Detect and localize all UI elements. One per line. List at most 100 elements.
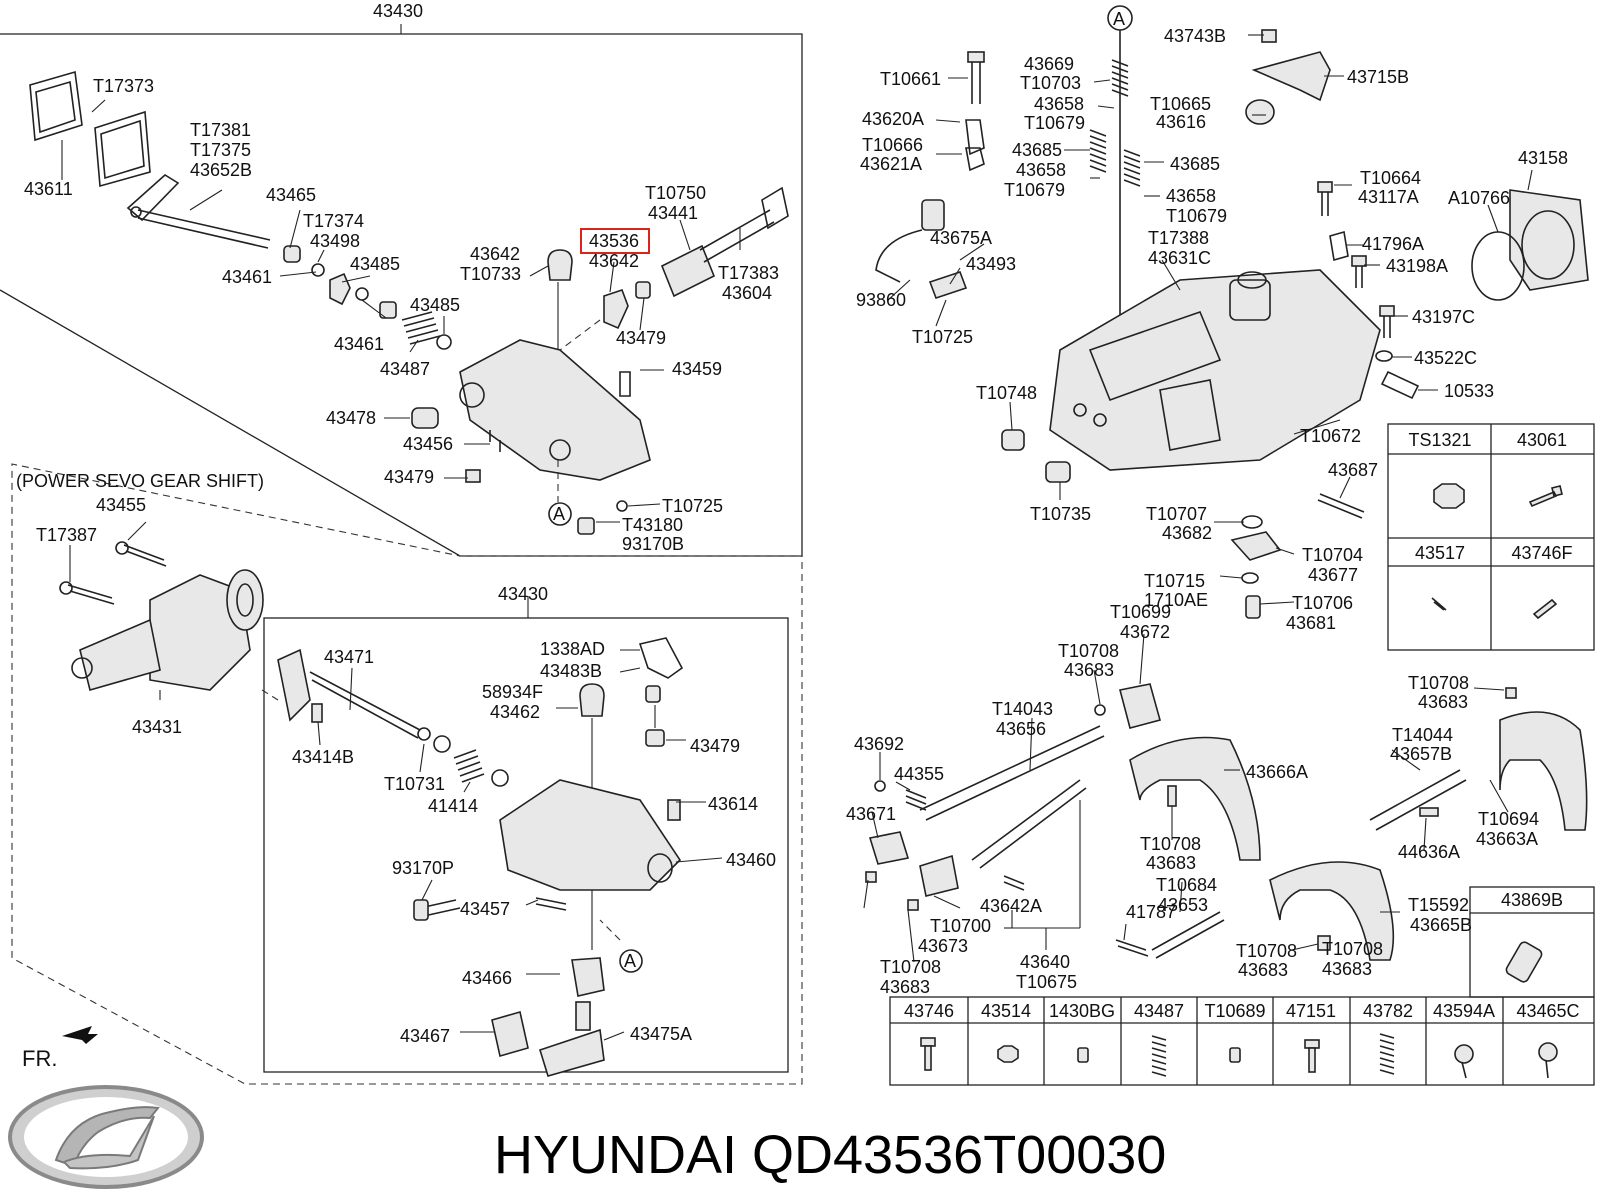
part-label: 58934F — [482, 682, 543, 702]
part-label: T10679 — [1004, 180, 1065, 200]
part-label: 43669 — [1024, 54, 1074, 74]
nut-icon — [997, 1045, 1019, 1063]
part-label: 43117A — [1358, 187, 1419, 207]
part-label: 43677 — [1308, 565, 1358, 585]
table-header: 43782 — [1363, 1001, 1413, 1021]
part-label: 43658 — [1034, 94, 1084, 114]
part-label: 43652B — [190, 160, 252, 180]
part-label: 43671 — [846, 804, 896, 824]
part-label: 43479 — [384, 467, 434, 487]
part-label: 43466 — [462, 968, 512, 988]
part-label: 43642 — [589, 251, 639, 271]
lower-left-assembly: A — [59, 541, 684, 1077]
bushing-icon — [1077, 1047, 1089, 1063]
spring-icon — [1379, 1033, 1395, 1075]
part-label: 43685 — [1012, 140, 1062, 160]
part-label: 43462 — [490, 702, 540, 722]
highlight-box — [580, 228, 650, 254]
part-label: 43475A — [630, 1024, 692, 1044]
part-label: 43604 — [722, 283, 772, 303]
part-label: 43479 — [616, 328, 666, 348]
brand-text: HYUNDAI QD43536T00030 — [494, 1125, 1166, 1185]
part-label: 43536 — [589, 231, 639, 251]
part-label: T10750 — [645, 183, 706, 203]
part-label: 43485 — [350, 254, 400, 274]
part-label: T17383 — [718, 263, 779, 283]
part-label: 43158 — [1518, 148, 1568, 168]
part-label: 43640 — [1020, 952, 1070, 972]
part-label: T14044 — [1392, 725, 1453, 745]
table-header: 47151 — [1286, 1001, 1336, 1021]
part-label: 43457 — [460, 899, 510, 919]
table-header: 43594A — [1433, 1001, 1495, 1021]
frames — [0, 33, 1595, 1086]
part-label: T10706 — [1292, 593, 1353, 613]
lower-right-assembly — [865, 683, 1588, 983]
part-label: 43658 — [1166, 186, 1216, 206]
dowel-icon — [1532, 598, 1558, 620]
part-label: T10664 — [1360, 168, 1421, 188]
part-label: T17388 — [1148, 228, 1209, 248]
nut-icon — [1433, 483, 1465, 509]
table-header: 1430BG — [1049, 1001, 1115, 1021]
part-label: 43456 — [403, 434, 453, 454]
part-label: 43653 — [1158, 895, 1208, 915]
part-label: 43682 — [1162, 523, 1212, 543]
part-label: T10703 — [1020, 73, 1081, 93]
table-header: 43517 — [1415, 543, 1465, 563]
part-label: T10708 — [1058, 641, 1119, 661]
part-label: 44636A — [1398, 842, 1460, 862]
fr-label: FR. — [22, 1046, 57, 1071]
part-label: 43683 — [880, 977, 930, 997]
bolt-icon — [1304, 1039, 1320, 1073]
part-label: 43673 — [918, 936, 968, 956]
table-header: 43514 — [981, 1001, 1031, 1021]
part-label: T17373 — [93, 76, 154, 96]
part-label: 1338AD — [540, 639, 605, 659]
part-label: 43522C — [1414, 348, 1477, 368]
part-label: T10704 — [1302, 545, 1363, 565]
part-label: T17381 — [190, 120, 251, 140]
part-label: 10533 — [1444, 381, 1494, 401]
part-label: 43478 — [326, 408, 376, 428]
part-label: 43743B — [1164, 26, 1226, 46]
part-label: 43441 — [648, 203, 698, 223]
table-header: 43746 — [904, 1001, 954, 1021]
part-label: T10733 — [460, 264, 521, 284]
part-label: T10665 — [1150, 94, 1211, 114]
part-label: T10708 — [1140, 834, 1201, 854]
part-label: 43483B — [540, 661, 602, 681]
part-label: 43471 — [324, 647, 374, 667]
part-label: 43658 — [1016, 160, 1066, 180]
part-label: T17387 — [36, 525, 97, 545]
part-label: 43683 — [1322, 959, 1372, 979]
part-label: 43642A — [980, 896, 1042, 916]
part-label: T43180 — [622, 515, 683, 535]
part-label: T10672 — [1300, 426, 1361, 446]
part-label: 43614 — [708, 794, 758, 814]
part-label: 43675A — [930, 228, 992, 248]
part-label: T10699 — [1110, 602, 1171, 622]
part-label: 43642 — [470, 244, 520, 264]
part-label: 43692 — [854, 734, 904, 754]
part-label: T10707 — [1146, 504, 1207, 524]
part-label: 43465 — [266, 185, 316, 205]
part-label: 43611 — [24, 179, 73, 199]
part-label: T10661 — [880, 69, 941, 89]
bolt-icon — [920, 1037, 936, 1071]
upper-right-assembly: A — [875, 5, 1589, 619]
part-label: 93860 — [856, 290, 906, 310]
part-label: T10748 — [976, 383, 1037, 403]
part-label: 43493 — [966, 254, 1016, 274]
part-label: T10700 — [930, 916, 991, 936]
part-label: T10708 — [1236, 941, 1297, 961]
part-label: 1710AE — [1144, 590, 1208, 610]
part-label: T10725 — [912, 327, 973, 347]
part-label: 43479 — [690, 736, 740, 756]
part-label: 43681 — [1286, 613, 1336, 633]
part-label: T10708 — [1322, 939, 1383, 959]
part-label: 43455 — [96, 495, 146, 515]
part-label: 43430 — [373, 1, 423, 21]
part-label: 43683 — [1238, 960, 1288, 980]
